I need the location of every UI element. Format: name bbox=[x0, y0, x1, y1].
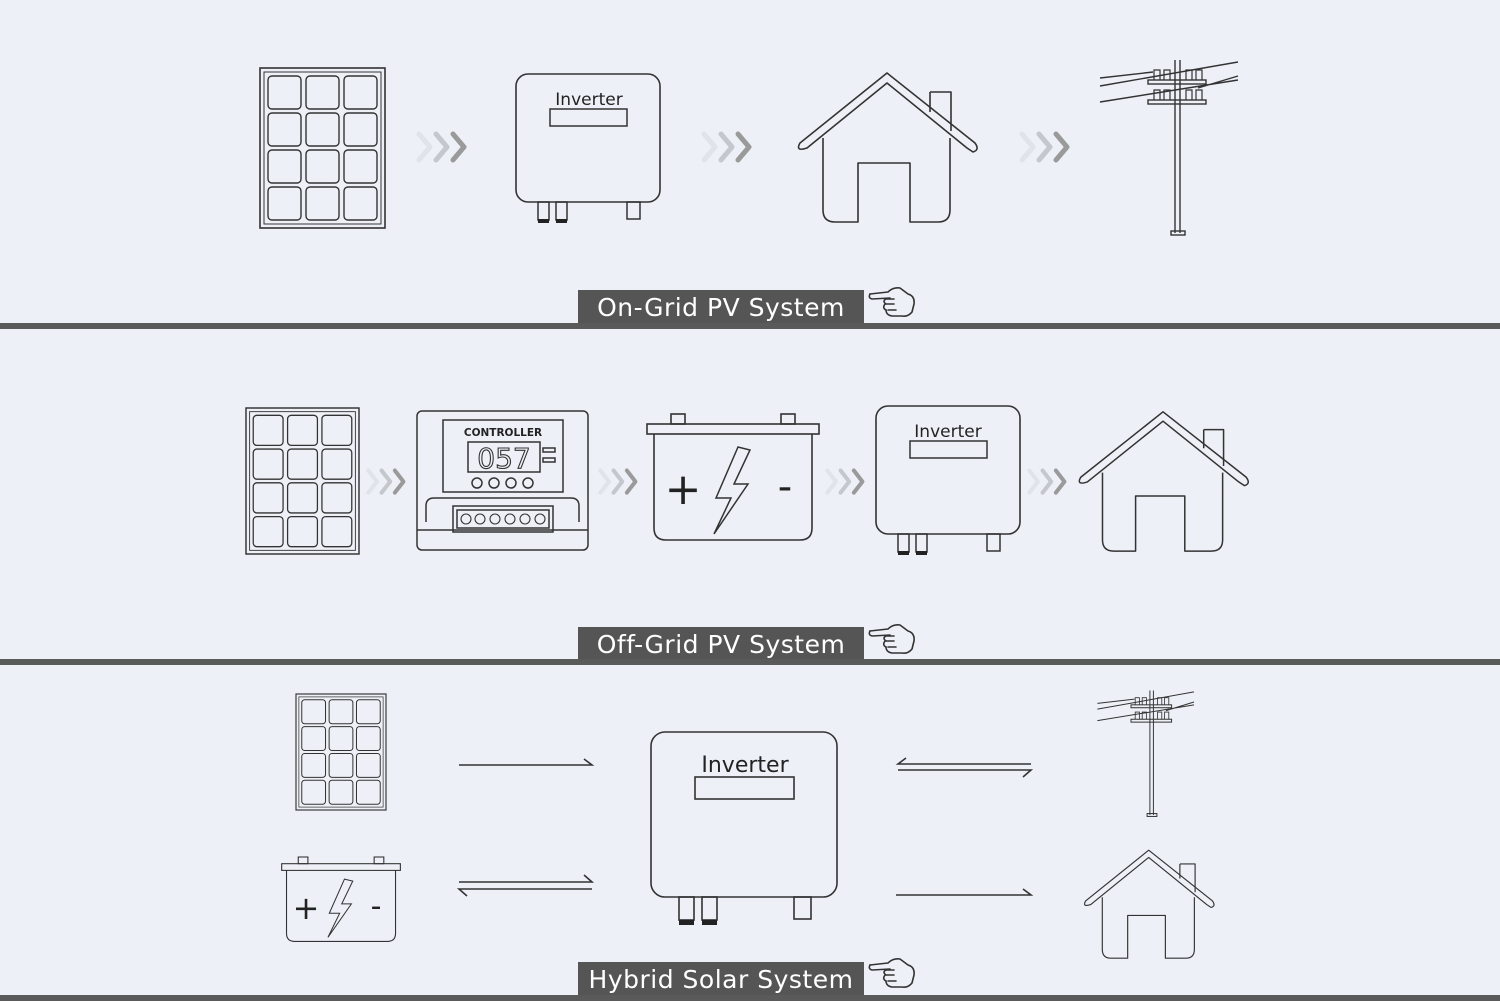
divider bbox=[0, 659, 1500, 665]
inverter-icon: Inverter bbox=[650, 731, 838, 925]
inverter-label: Inverter bbox=[914, 422, 981, 442]
battery-minus: - bbox=[371, 889, 382, 924]
chevron-arrows-icon bbox=[366, 468, 410, 496]
hybrid-section: + - Inverter Hybrid Solar System bbox=[0, 665, 1500, 1001]
battery-icon: + - bbox=[281, 856, 401, 942]
pointing-hand-icon bbox=[868, 287, 915, 317]
chevron-arrows-icon bbox=[1019, 131, 1076, 163]
house-icon bbox=[1078, 411, 1250, 552]
chevron-arrows-icon bbox=[701, 131, 758, 163]
battery-minus: - bbox=[778, 464, 792, 510]
battery-plus: + bbox=[293, 889, 320, 927]
inverter-icon: Inverter bbox=[875, 405, 1021, 556]
chevron-arrows-icon bbox=[1027, 468, 1071, 496]
section-title: Off-Grid PV System bbox=[578, 627, 864, 661]
power-pole-icon bbox=[1099, 59, 1239, 236]
controller-label: CONTROLLER bbox=[464, 427, 542, 439]
chevron-arrows-icon bbox=[825, 468, 869, 496]
solar-panel-icon bbox=[295, 693, 387, 811]
solar-panel-icon bbox=[245, 407, 360, 555]
chevron-arrows-icon bbox=[416, 131, 473, 163]
house-icon bbox=[1083, 849, 1215, 959]
chevron-arrows-icon bbox=[598, 468, 642, 496]
power-pole-icon bbox=[1096, 689, 1195, 817]
divider bbox=[0, 323, 1500, 329]
pointing-hand-icon bbox=[868, 958, 915, 988]
on-grid-section: Inverter On-Grid PV System bbox=[0, 0, 1500, 328]
section-title: Hybrid Solar System bbox=[578, 962, 864, 996]
inverter-icon: Inverter bbox=[515, 73, 661, 224]
arrow-right-icon bbox=[896, 888, 1034, 896]
solar-panel-icon bbox=[259, 67, 386, 229]
battery-plus: + bbox=[665, 464, 702, 515]
off-grid-section: CONTROLLER 057 + - Inverter Off-Grid PV … bbox=[0, 329, 1500, 664]
controller-display: 057 bbox=[477, 442, 530, 475]
arrow-right-icon bbox=[459, 758, 595, 766]
section-title: On-Grid PV System bbox=[578, 290, 864, 324]
bidirectional-arrow-icon bbox=[895, 757, 1034, 778]
battery-icon: + - bbox=[646, 413, 820, 541]
bidirectional-arrow-icon bbox=[456, 874, 595, 897]
house-icon bbox=[797, 72, 978, 223]
divider bbox=[0, 995, 1500, 1001]
inverter-label: Inverter bbox=[701, 753, 789, 778]
inverter-label: Inverter bbox=[555, 90, 622, 110]
charge-controller-icon: CONTROLLER 057 bbox=[416, 410, 589, 551]
pointing-hand-icon bbox=[868, 624, 915, 654]
